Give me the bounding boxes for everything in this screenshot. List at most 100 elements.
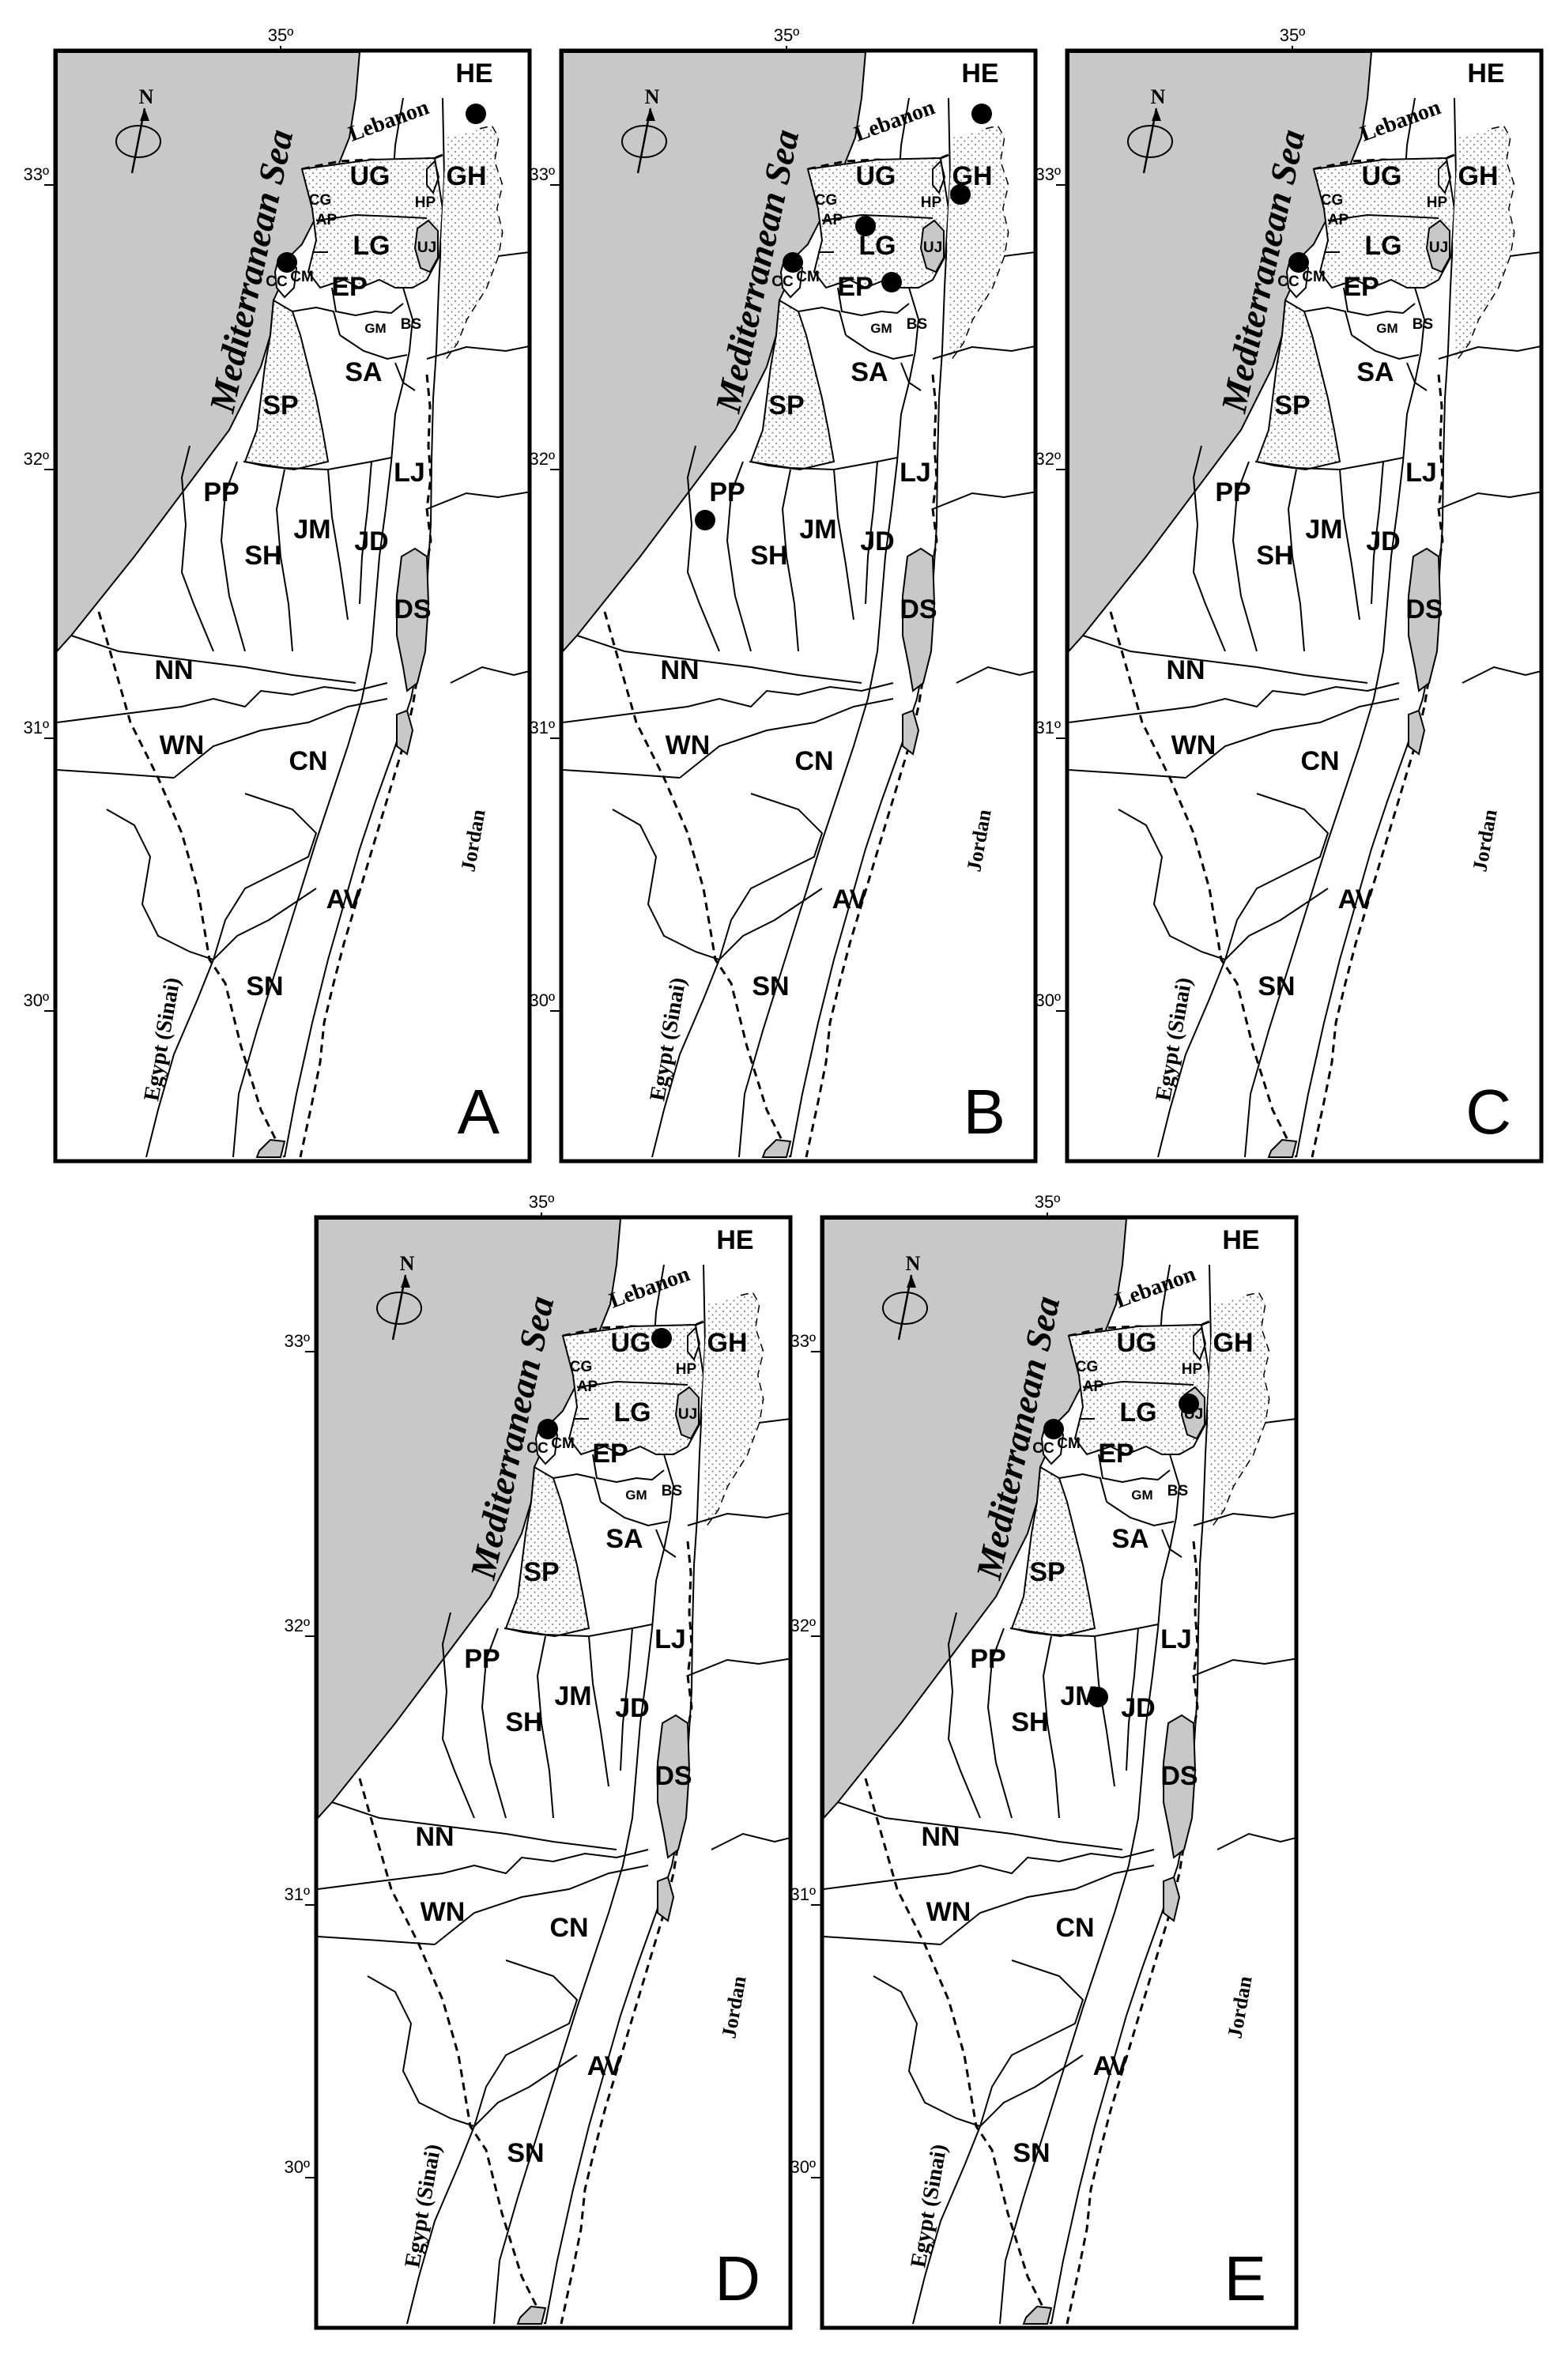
region-label-jm: JM bbox=[554, 1681, 591, 1711]
border-egypt bbox=[97, 611, 286, 1158]
region-label-jd: JD bbox=[354, 526, 388, 556]
region-label-jd: JD bbox=[1121, 1693, 1155, 1723]
region-label-jm: JM bbox=[293, 515, 330, 545]
latitude-tick-label: 31º bbox=[284, 1884, 310, 1904]
region-label-gm: GM bbox=[364, 321, 386, 336]
region-lines bbox=[823, 1380, 1296, 2325]
dead-sea bbox=[396, 547, 430, 692]
border-egypt bbox=[603, 611, 792, 1158]
region-label-ep: EP bbox=[592, 1439, 628, 1469]
sharon-stipple bbox=[1010, 1465, 1096, 1638]
region-label-jd: JD bbox=[860, 526, 894, 556]
sea-of-galilee bbox=[919, 219, 945, 273]
region-label-he: HE bbox=[455, 58, 492, 89]
region-label-cc: CC bbox=[771, 273, 794, 290]
region-label-cm: CM bbox=[1057, 1435, 1081, 1452]
panel-letter: C bbox=[1465, 1077, 1511, 1147]
region-label-lj: LJ bbox=[394, 458, 425, 488]
hula bbox=[1438, 160, 1452, 195]
longitude-tick-label: 35º bbox=[529, 1192, 555, 1212]
region-label-ep: EP bbox=[1343, 272, 1379, 302]
galilee-stipple bbox=[561, 1323, 705, 1456]
panels: 35º 33º 32º 31º 30º bbox=[23, 25, 1544, 2330]
base-map bbox=[1068, 51, 1541, 1158]
base-map bbox=[562, 51, 1035, 1158]
region-label-bs: BS bbox=[907, 316, 927, 333]
region-label-uj: UJ bbox=[678, 1406, 697, 1423]
region-label-ep: EP bbox=[837, 272, 873, 302]
dead-sea-south bbox=[396, 709, 414, 756]
galilee-stipple bbox=[1312, 157, 1456, 289]
latitude-tick-label: 33º bbox=[790, 1331, 816, 1351]
region-label-cg: CG bbox=[815, 192, 838, 209]
region-label-hp: HP bbox=[676, 1361, 697, 1378]
region-label-av: AV bbox=[587, 2051, 623, 2081]
record-dot-cm bbox=[277, 252, 297, 273]
latitude-tick-label: 33º bbox=[1035, 164, 1061, 184]
region-label-jd: JD bbox=[1366, 526, 1400, 556]
region-label-nn: NN bbox=[921, 1822, 960, 1852]
region-label-wn: WN bbox=[160, 730, 205, 760]
region-label-sh: SH bbox=[1011, 1707, 1048, 1737]
record-dot-gh bbox=[950, 184, 971, 205]
region-label-nn: NN bbox=[415, 1822, 454, 1852]
panel-letter: E bbox=[1224, 2243, 1266, 2314]
panel-frame bbox=[314, 1215, 793, 2330]
region-label-wn: WN bbox=[421, 1897, 466, 1927]
dead-sea-south bbox=[902, 709, 920, 756]
sharon-stipple bbox=[504, 1465, 590, 1638]
latitude-tick-label: 30º bbox=[790, 2157, 816, 2177]
region-label-ep: EP bbox=[1098, 1439, 1133, 1469]
region-label-hp: HP bbox=[921, 194, 942, 211]
region-label-sh: SH bbox=[750, 541, 787, 571]
dead-sea-south bbox=[1408, 709, 1426, 756]
golan-stipple bbox=[441, 126, 502, 363]
region-label-nn: NN bbox=[154, 655, 193, 685]
region-label-he: HE bbox=[1467, 58, 1504, 89]
region-lines bbox=[1068, 213, 1541, 1158]
region-label-ds: DS bbox=[1405, 594, 1443, 624]
region-label-ap: AP bbox=[577, 1379, 598, 1395]
latitude-tick-label: 32º bbox=[790, 1616, 816, 1635]
region-label-cg: CG bbox=[570, 1359, 593, 1375]
sea bbox=[56, 51, 361, 654]
latitude-tick-label: 33º bbox=[23, 164, 49, 184]
region-label-ap: AP bbox=[822, 212, 843, 228]
region-label-cn: CN bbox=[289, 746, 327, 776]
region-label-ug: UG bbox=[1117, 1328, 1157, 1358]
record-dot-lg bbox=[855, 216, 876, 236]
region-label-sp: SP bbox=[523, 1557, 559, 1587]
border-egypt bbox=[864, 1778, 1053, 2325]
longitude-tick-label: 35º bbox=[268, 25, 294, 45]
region-label-nn: NN bbox=[660, 655, 699, 685]
longitude-tick-label: 35º bbox=[1035, 1192, 1061, 1212]
region-label-lj: LJ bbox=[654, 1624, 686, 1654]
dead-sea-south bbox=[657, 1876, 675, 1922]
golan-stipple bbox=[702, 1293, 763, 1529]
region-label-cg: CG bbox=[1076, 1359, 1099, 1375]
region-label-lg: LG bbox=[1119, 1397, 1156, 1428]
region-label-cm: CM bbox=[1302, 269, 1326, 285]
border-egypt bbox=[358, 1778, 547, 2325]
region-label-lg: LG bbox=[353, 231, 390, 261]
north-arrow-label: N bbox=[400, 1252, 415, 1275]
region-label-ap: AP bbox=[1328, 212, 1349, 228]
region-label-gh: GH bbox=[447, 161, 487, 191]
panel-frame bbox=[559, 48, 1038, 1164]
region-label-lg: LG bbox=[1364, 231, 1401, 261]
region-label-ds: DS bbox=[654, 1761, 692, 1791]
region-label-cc: CC bbox=[1277, 273, 1299, 290]
sea-of-galilee bbox=[1425, 219, 1450, 273]
dead-sea bbox=[657, 1714, 691, 1859]
panel-letter: D bbox=[715, 2243, 760, 2314]
region-label-av: AV bbox=[1338, 884, 1374, 915]
base-map bbox=[56, 51, 530, 1158]
region-label-ug: UG bbox=[350, 161, 390, 191]
latitude-tick-label: 32º bbox=[284, 1616, 310, 1635]
region-lines bbox=[56, 213, 530, 1158]
region-label-gm: GM bbox=[870, 321, 892, 336]
region-label-ug: UG bbox=[856, 161, 896, 191]
